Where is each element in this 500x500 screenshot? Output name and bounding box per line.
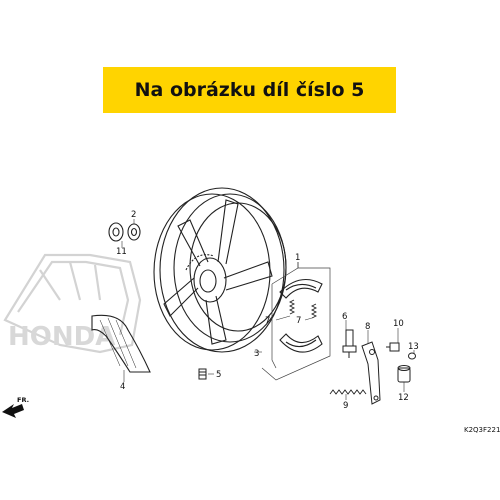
nut-part [397, 365, 411, 383]
banner-text: Na obrázku díl číslo 5 [134, 79, 365, 101]
callout-1: 1 [295, 253, 300, 263]
front-direction-arrow: FR. [2, 396, 29, 418]
washer-part [408, 352, 416, 360]
honda-watermark: HONDA [3, 253, 142, 354]
arm-part [361, 341, 381, 405]
callout-3: 3 [254, 349, 259, 359]
callout-11: 11 [116, 247, 127, 257]
callout-9: 9 [343, 401, 348, 411]
brake-shoe-lower [279, 333, 323, 353]
cover-part [91, 314, 151, 373]
callout-labels: 2 11 4 5 3 1 7 7 6 8 9 10 13 12 [116, 210, 419, 411]
callout-12: 12 [398, 393, 409, 403]
callout-8: 8 [365, 322, 370, 332]
return-spring [329, 389, 367, 395]
callout-4: 4 [120, 382, 125, 392]
part-number-banner: Na obrázku díl číslo 5 [103, 67, 396, 113]
bolt-part [198, 368, 207, 380]
figure-code: K2Q3F2210 [464, 426, 500, 434]
cam-part [342, 329, 357, 358]
bolt-10 [386, 342, 400, 352]
callout-5: 5 [216, 370, 221, 380]
leader-lines [121, 219, 415, 400]
direction-label: FR. [17, 396, 29, 404]
bearing-part [108, 222, 141, 242]
callout-2: 2 [131, 210, 136, 220]
callout-7b: 7 [296, 316, 301, 326]
callout-10: 10 [393, 319, 404, 329]
rear-wheel [153, 187, 287, 353]
callout-6: 6 [342, 312, 347, 322]
callout-7a: 7 [265, 316, 270, 326]
callout-13: 13 [408, 342, 419, 352]
watermark-text: HONDA [8, 322, 115, 352]
brake-shoe-upper [279, 278, 323, 299]
springs [288, 299, 318, 319]
